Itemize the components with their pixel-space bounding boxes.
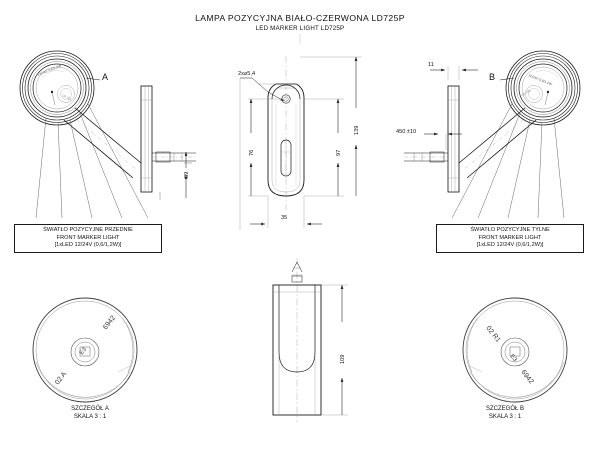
- center-lower-view: [272, 258, 348, 422]
- dim-right-11: 11: [428, 62, 434, 68]
- detail-b-mark-right: 6942: [519, 369, 534, 386]
- rear-marker-line1: ŚWIATŁO POZYCYJNE TYLNE: [470, 227, 550, 233]
- detail-b-caption: SZCZEGÓŁ B SKALA 3 : 1: [445, 405, 565, 422]
- detail-a-mark-right: 6942: [102, 315, 117, 332]
- callout-letter-a: A: [102, 72, 109, 82]
- detail-b-mark-center: E3: [508, 354, 518, 364]
- dim-holes: 2x⌀5,4: [238, 71, 256, 77]
- rear-marker-line2: FRONT MARKER LIGHT: [478, 234, 542, 241]
- detail-b-mark-left: 02 R1: [484, 325, 501, 344]
- center-bracket-view: [239, 56, 362, 230]
- front-marker-label-box: ŚWIATŁO POZYCYJNE PRZEDNIE FRONT MARKER …: [14, 224, 162, 254]
- detail-a-mark-left: 02 A: [54, 371, 68, 387]
- front-marker-line1: ŚWIATŁO POZYCYJNE PRZEDNIE: [43, 227, 133, 233]
- front-marker-line3: [1xLED 12/24V (0,6/1,2W)]: [54, 242, 122, 249]
- detail-a-scale: SKALA 3 : 1: [73, 414, 107, 421]
- page-subtitle: LED MARKER LIGHT LD725P: [255, 25, 345, 32]
- svg-text:LD 725: LD 725: [62, 93, 73, 101]
- callout-letter-b: B: [489, 72, 496, 82]
- svg-text:12/24V 0,6/1,2W: 12/24V 0,6/1,2W: [528, 73, 554, 86]
- right-assembly-view: 12/24V 0,6/1,2W LD 725: [404, 50, 581, 219]
- detail-a-mark-center: E3: [79, 346, 89, 356]
- dim-width-35: 35: [281, 215, 288, 221]
- dim-cable-450: 450 ±10: [396, 129, 417, 135]
- dim-left-39: 39: [184, 171, 190, 178]
- detail-b-scale: SKALA 3 : 1: [488, 414, 522, 421]
- detail-a-caption: SZCZEGÓŁ A SKALA 3 : 1: [30, 405, 150, 422]
- detail-a-title: SZCZEGÓŁ A: [71, 406, 109, 412]
- front-marker-line2: FRONT MARKER LIGHT: [56, 234, 120, 241]
- dim-height-76: 76: [249, 149, 255, 156]
- dim-bottom-109: 109: [340, 354, 346, 364]
- rear-marker-label-box: ŚWIATŁO POZYCYJNE TYLNE FRONT MARKER LIG…: [436, 224, 584, 254]
- detail-a-view: [32, 297, 138, 403]
- detail-b-title: SZCZEGÓŁ B: [485, 406, 524, 412]
- dim-height-139: 139: [354, 125, 360, 135]
- page-title: LAMPA POZYCYJNA BIAŁO-CZERWONA LD725P: [195, 13, 405, 23]
- svg-text:LD 725: LD 725: [521, 89, 532, 97]
- rear-marker-line3: [1xLED 12/24V (0,6/1,2W)]: [476, 242, 544, 249]
- detail-b-view: [462, 297, 568, 403]
- dim-height-97: 97: [336, 149, 342, 156]
